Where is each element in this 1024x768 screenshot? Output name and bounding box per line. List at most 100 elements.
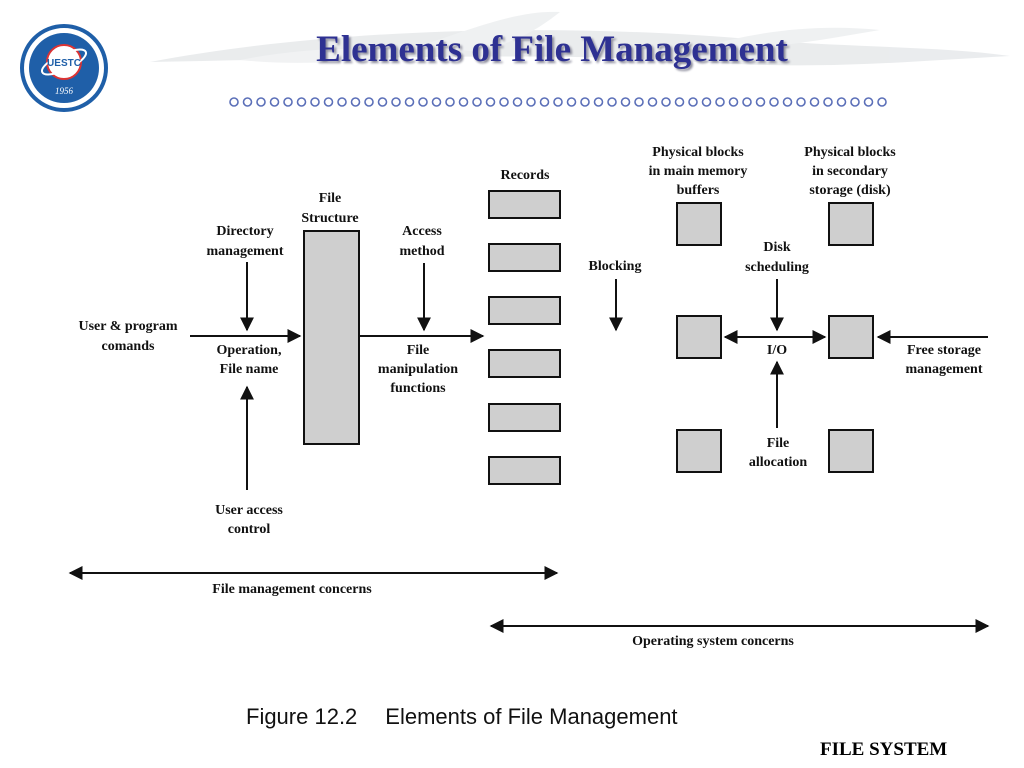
border-dot [431, 97, 442, 107]
main-memory-block [676, 315, 722, 359]
physical-secondary-label-3: storage (disk) [809, 183, 891, 198]
border-dot [472, 97, 482, 107]
border-dot [634, 97, 644, 107]
directory-management-label-1: Directory [216, 224, 273, 239]
file-management-diagram: User & program comands Directory managem… [68, 145, 990, 649]
free-storage-label-1: Free storage [907, 343, 981, 358]
file-allocation-label-2: allocation [749, 455, 808, 470]
blocking-label: Blocking [589, 259, 642, 274]
figure-number: Figure 12.2 [246, 704, 358, 729]
border-dot [674, 97, 685, 107]
border-dot [391, 97, 401, 107]
border-dot [823, 97, 833, 107]
directory-management-label-2: management [207, 244, 284, 259]
main-memory-block [676, 202, 722, 246]
record-box [488, 243, 561, 272]
border-dot [755, 97, 766, 107]
border-dot [418, 97, 428, 107]
file-structure-label-1: File [319, 191, 342, 206]
os-concerns-label: Operating system concerns [632, 634, 794, 649]
border-dot [310, 97, 320, 107]
header-decoration: UESTC 1956 [20, 11, 1010, 112]
border-dot [580, 97, 590, 107]
border-dot [364, 97, 374, 107]
border-dot [701, 97, 712, 107]
title-dotted-border [229, 97, 887, 107]
border-dot [256, 97, 266, 107]
border-dot [458, 97, 469, 107]
border-dot [647, 97, 658, 107]
logo-year: 1956 [55, 86, 74, 96]
border-dot [809, 97, 820, 107]
border-dot [445, 97, 455, 107]
physical-main-label-1: Physical blocks [652, 145, 744, 160]
free-storage-label-2: management [906, 362, 983, 377]
border-dot [269, 97, 280, 107]
operation-label-1: Operation, [217, 343, 282, 358]
border-dot [499, 97, 509, 107]
border-dot [485, 97, 496, 107]
border-dot [607, 97, 617, 107]
border-dot [337, 97, 347, 107]
border-dot [512, 97, 523, 107]
record-box [488, 349, 561, 378]
border-dot [742, 97, 752, 107]
file-manipulation-label-1: File [407, 343, 430, 358]
file-manipulation-label-2: manipulation [378, 362, 458, 377]
border-dot [863, 97, 874, 107]
border-dot [229, 97, 239, 107]
disk-block [828, 429, 874, 473]
logo-text: UESTC [47, 58, 81, 69]
records-label: Records [501, 168, 551, 183]
border-dot [688, 97, 698, 107]
access-method-label-1: Access [402, 224, 442, 239]
border-dot [553, 97, 563, 107]
border-dot [796, 97, 806, 107]
disk-block [828, 315, 874, 359]
border-dot [350, 97, 361, 107]
user-access-label-2: control [228, 522, 271, 537]
border-dot [296, 97, 307, 107]
header-swoosh-watermark [150, 11, 1010, 66]
operation-label-2: File name [220, 362, 279, 377]
border-dot [850, 97, 860, 107]
border-dot [404, 97, 415, 107]
file-management-concerns-label: File management concerns [212, 582, 372, 597]
border-dot [661, 97, 671, 107]
physical-secondary-label-1: Physical blocks [804, 145, 896, 160]
border-dot [377, 97, 388, 107]
disk-scheduling-label-1: Disk [763, 240, 790, 255]
physical-secondary-label-2: in secondary [812, 164, 888, 179]
record-box [488, 403, 561, 432]
border-dot [283, 97, 293, 107]
figure-caption: Figure 12.2 Elements of File Management [246, 704, 706, 730]
uestc-logo: UESTC 1956 [20, 24, 108, 112]
file-allocation-label-1: File [767, 436, 790, 451]
figure-title: Elements of File Management [385, 704, 678, 729]
access-method-label-2: method [399, 244, 444, 259]
user-commands-label-2: comands [102, 339, 155, 354]
file-structure-label-2: Structure [301, 211, 358, 226]
border-dot [242, 97, 253, 107]
physical-main-label-2: in main memory [649, 164, 748, 179]
main-memory-block [676, 429, 722, 473]
border-dot [566, 97, 577, 107]
border-dot [715, 97, 725, 107]
border-dot [593, 97, 604, 107]
border-dot [877, 97, 887, 107]
user-access-label-1: User access [215, 503, 283, 518]
record-box [488, 456, 561, 485]
physical-main-label-3: buffers [677, 183, 720, 198]
record-box [488, 190, 561, 219]
slide-title: Elements of File Management [316, 29, 788, 70]
disk-block [828, 202, 874, 246]
border-dot [728, 97, 739, 107]
border-dot [769, 97, 779, 107]
border-dot [526, 97, 536, 107]
user-commands-label-1: User & program [78, 319, 177, 334]
border-dot [620, 97, 631, 107]
border-dot [836, 97, 847, 107]
disk-scheduling-label-2: scheduling [745, 260, 809, 275]
record-box [488, 296, 561, 325]
